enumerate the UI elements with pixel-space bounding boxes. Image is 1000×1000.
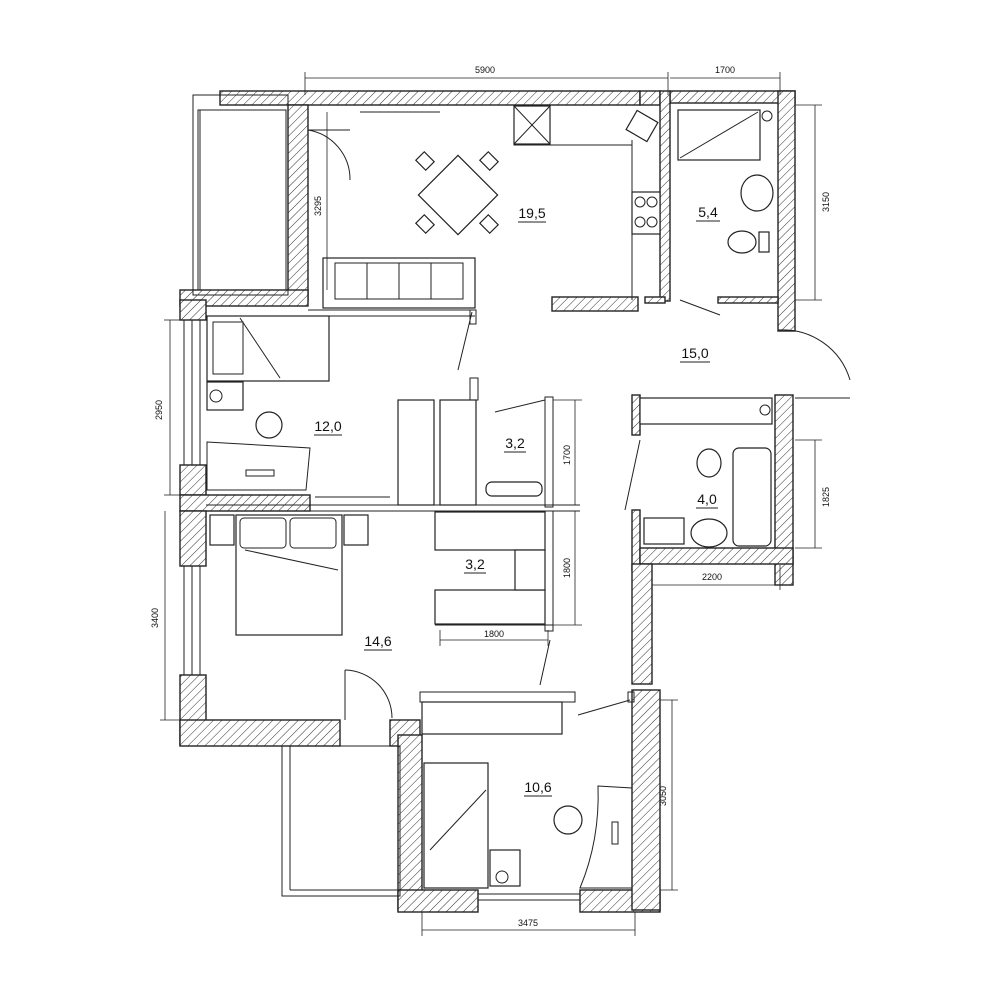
nightstand-left — [209, 514, 235, 546]
bed-master — [235, 514, 343, 636]
chair-study — [255, 411, 283, 439]
bed-kids — [423, 762, 489, 889]
wall-bath1-bottom — [717, 296, 779, 304]
area-bath2: 4,0 — [697, 491, 717, 507]
wall-top-right-stub — [639, 90, 661, 106]
area-closet1: 3,2 — [505, 435, 525, 451]
washbasin-bath2 — [690, 518, 728, 548]
dim-closet1-right: 1700 — [562, 445, 572, 465]
dim-study-left: 2950 — [154, 400, 164, 420]
washer — [643, 517, 685, 545]
bathtub — [732, 447, 772, 547]
wardrobe-c1-right — [439, 399, 477, 506]
wall-left-study-top — [179, 299, 207, 321]
wall-hall-right-lower — [631, 563, 653, 685]
wall-bedroom-bottom — [179, 719, 341, 747]
wardrobe-c1-left — [397, 399, 435, 506]
dim-kids-bottom: 3475 — [518, 918, 538, 928]
wall-top-bath1 — [669, 90, 796, 104]
nightstand-study — [206, 381, 244, 411]
stove — [631, 191, 661, 235]
area-closet2: 3,2 — [465, 556, 485, 572]
chair-kids — [553, 805, 583, 835]
furniture — [206, 105, 774, 889]
windows — [183, 94, 580, 901]
wall-kids-bottom-left — [397, 889, 479, 913]
shelf-c1 — [485, 481, 543, 497]
door-balcony-top — [307, 129, 351, 181]
dimension-lines — [160, 72, 822, 936]
wall-kids-right — [631, 689, 661, 911]
wall-left-study-bottom — [179, 464, 207, 496]
bath2-cabinet — [639, 397, 773, 425]
wall-kids-left — [397, 734, 423, 911]
door-closet1 — [494, 399, 546, 413]
balcony-top-inner — [197, 109, 287, 291]
door-bath1 — [679, 299, 721, 316]
wall-top — [219, 90, 641, 106]
nightstand-right — [343, 514, 369, 546]
area-study: 12,0 — [314, 418, 341, 434]
balcony-bottom-frame — [281, 745, 401, 897]
dim-closet2-right: 1800 — [562, 558, 572, 578]
wall-kitchen-bottom — [551, 296, 639, 312]
dimension-labels: 5900 1700 3150 3295 2950 1700 1825 2200 … — [150, 65, 831, 928]
nightstand-kids — [489, 849, 521, 887]
toilet-bath2 — [696, 448, 722, 478]
wall-bath1-bottom-left — [644, 296, 666, 304]
dim-top-right: 1700 — [715, 65, 735, 75]
dim-closet2-bottom: 1800 — [484, 629, 504, 639]
area-kitchen: 19,5 — [518, 205, 545, 221]
door-kids — [577, 699, 631, 716]
wall-bath2-right — [774, 394, 794, 586]
door-entrance — [777, 329, 851, 381]
wardrobe-c2-right — [514, 549, 546, 591]
wardrobe-kids — [421, 701, 563, 735]
room-labels: 19,5 5,4 15,0 12,0 3,2 3,2 4,0 14,6 10,6 — [314, 204, 720, 797]
dim-kids-right: 3050 — [658, 786, 668, 806]
door-balcony-bottom — [344, 669, 393, 719]
sink-kitchen — [625, 109, 659, 143]
dim-bath2-right: 1825 — [821, 487, 831, 507]
dim-right-bath1: 3150 — [821, 192, 831, 212]
dim-bath2-bottom: 2200 — [702, 572, 722, 582]
wall-left-bedroom-top — [179, 510, 207, 567]
wall-kitchen-bath — [659, 90, 671, 302]
toilet-bath1 — [727, 230, 757, 254]
dim-bedroom-left: 3400 — [150, 608, 160, 628]
washbasin-bath1 — [740, 174, 774, 212]
area-hall: 15,0 — [681, 345, 708, 361]
wall-right-bath1 — [777, 90, 796, 332]
dim-kitchen-left: 3295 — [313, 196, 323, 216]
wall-bath2-bottom — [639, 547, 794, 565]
door-closet2 — [539, 639, 551, 686]
area-kids: 10,6 — [524, 779, 551, 795]
bed-study — [206, 315, 330, 382]
wall-study-bedroom — [179, 494, 311, 512]
wall-bath2-left-top — [631, 394, 641, 436]
dim-top-main: 5900 — [475, 65, 495, 75]
door-bath2 — [624, 439, 641, 511]
balcony-top-frame — [192, 94, 289, 296]
area-bath1: 5,4 — [698, 204, 718, 220]
desk-kids — [579, 785, 633, 889]
doors — [307, 129, 851, 720]
desk-study — [206, 441, 311, 491]
wardrobe-c2-bottom — [434, 589, 546, 625]
wall-kitchen-left — [287, 104, 309, 301]
dining-table — [417, 154, 499, 236]
wall-bath2-left-bottom — [631, 509, 641, 571]
area-bedroom: 14,6 — [364, 633, 391, 649]
wardrobe-c2-top — [434, 511, 546, 551]
